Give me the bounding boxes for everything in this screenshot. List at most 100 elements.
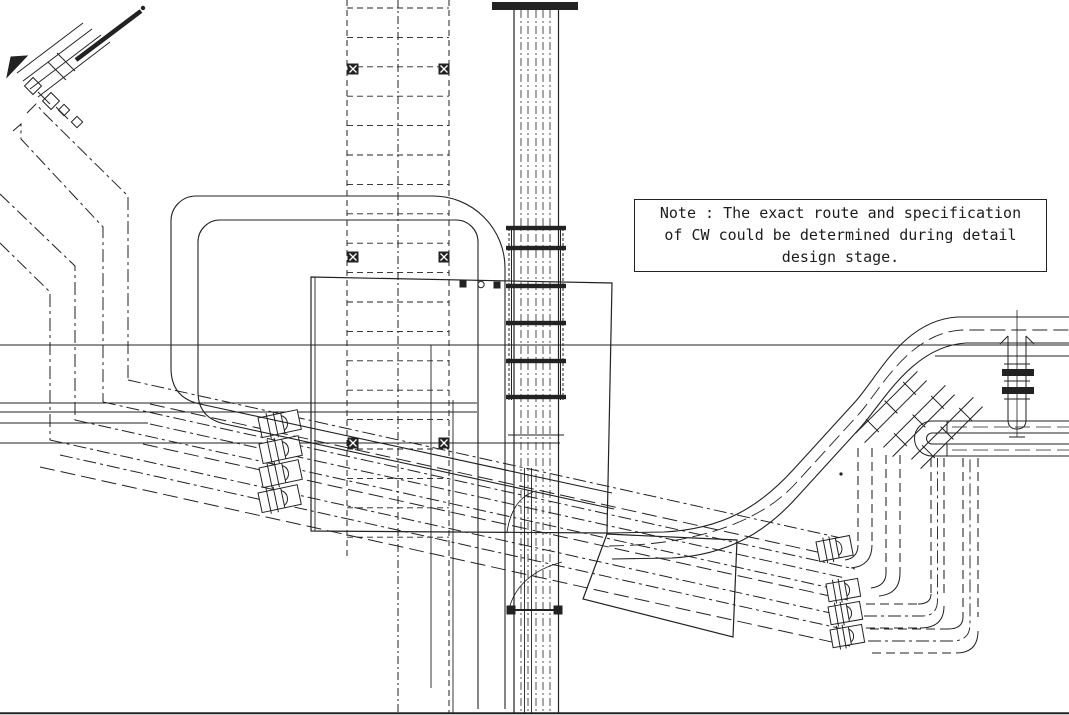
line: [844, 582, 851, 597]
line: [878, 572, 901, 597]
dash-dot-line: [0, 193, 76, 420]
line: [831, 579, 838, 604]
bell-joint-icon: [815, 534, 854, 564]
line: [272, 411, 279, 438]
valve-square-icon: [41, 91, 61, 111]
u-bend: [914, 420, 933, 457]
line: [848, 628, 855, 643]
dot: [839, 472, 843, 476]
sweep-road: [606, 316, 1069, 560]
line: [266, 439, 273, 465]
line: [1025, 335, 1035, 345]
cw-pipe-line: [59, 454, 853, 632]
bell-joint-icon: [825, 577, 862, 604]
wedge-icon: [6, 55, 29, 79]
pipe-centerline: [868, 458, 971, 642]
line: [281, 490, 288, 506]
corridor-cap: [492, 2, 578, 10]
loop-road: [170, 195, 615, 709]
line: [22, 28, 93, 82]
line: [919, 605, 945, 629]
line: [47, 61, 67, 81]
crossing-rect: [310, 276, 613, 534]
tie-bar: [506, 358, 566, 364]
utility-lines: [0, 103, 129, 440]
column-x: [349, 253, 357, 261]
bell-joint-icon: [258, 435, 303, 465]
line: [280, 413, 286, 433]
line: [16, 22, 84, 74]
bold-pipe: [74, 9, 143, 62]
line: [839, 601, 845, 626]
dot: [140, 5, 146, 11]
bell-joint-icon: [829, 623, 866, 650]
dash-dot-line: [12, 122, 104, 402]
valve-drop: [999, 310, 1035, 438]
cw-pipe-bundle: [39, 379, 863, 647]
line: [56, 52, 76, 72]
line: [37, 91, 51, 105]
line: [829, 623, 866, 649]
valve-square-icon: [57, 103, 71, 117]
line: [281, 415, 288, 431]
weld-tick: [884, 400, 898, 414]
line: [947, 616, 964, 630]
road-edge: [611, 342, 1069, 560]
pipe-centerline: [864, 458, 938, 617]
line: [272, 486, 279, 513]
marker-square: [493, 281, 501, 289]
line: [282, 441, 289, 457]
bell-joint-icon: [257, 409, 302, 439]
cw-pipe-line: [102, 401, 856, 570]
right-pipes: [815, 420, 1069, 654]
line: [273, 437, 280, 464]
road-centerline: [608, 329, 1069, 547]
line: [258, 459, 303, 489]
column-x: [349, 65, 357, 73]
line: [955, 630, 979, 654]
tie-bar: [506, 394, 566, 400]
weld-tick: [893, 432, 908, 447]
marker-square: [459, 280, 467, 288]
line: [844, 544, 859, 561]
weld-tick: [958, 407, 973, 422]
stray-dots: [839, 472, 843, 476]
column-x: [440, 253, 448, 261]
line: [846, 605, 853, 620]
cw-pipe-line: [149, 403, 841, 558]
line: [280, 488, 286, 508]
tie-bar: [506, 283, 566, 289]
line: [825, 577, 862, 603]
u-bend: [926, 432, 933, 445]
note-line-3: design stage.: [781, 248, 900, 266]
line: [257, 484, 302, 514]
line: [265, 488, 272, 514]
pipe-cap: [1007, 412, 1027, 430]
cw-pipe-line: [149, 423, 846, 579]
line: [273, 461, 280, 488]
line: [827, 600, 864, 626]
branch-curve: [508, 561, 563, 610]
note-box: Note : The exact route and specification…: [634, 199, 1047, 272]
line: [841, 624, 847, 649]
cw-pipe-line: [127, 379, 851, 541]
weld-tick: [902, 381, 917, 396]
tie-bar: [506, 245, 566, 251]
line: [258, 435, 303, 465]
ticked-pipes: [855, 371, 983, 469]
dash-dot-line: [0, 242, 51, 440]
note-line-2: of CW could be determined during detail: [664, 226, 1017, 244]
road-edge: [197, 219, 615, 709]
dash-dot-line: [26, 103, 129, 380]
tie-bar: [506, 320, 566, 326]
line: [835, 625, 842, 650]
line: [870, 572, 887, 589]
line: [999, 335, 1009, 345]
line: [850, 544, 873, 569]
valve-square-icon: [23, 76, 43, 96]
note-line-1: Note : The exact route and specification: [659, 204, 1022, 222]
line: [833, 602, 840, 627]
flange-band: [1002, 369, 1034, 376]
line: [822, 537, 829, 564]
